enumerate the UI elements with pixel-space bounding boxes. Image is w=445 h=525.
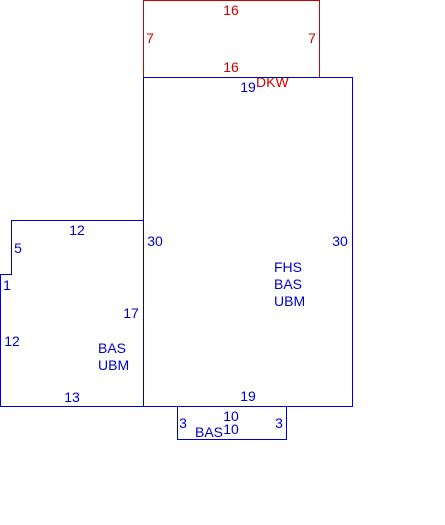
wing-lower-left-dimension: 12 [4,333,20,349]
wing-bottom-dimension: 13 [64,389,80,405]
tab-top-dimension: 10 [223,408,239,424]
tab-bottom-dimension: 10 [223,421,239,437]
left-wing-outline [0,220,144,407]
left-wing-section: 12 5 1 12 17 13 BAS UBM [0,220,144,407]
tab-right-dimension: 3 [275,415,283,431]
wing-area-code-2: UBM [98,357,129,373]
tab-area-code: BAS [195,424,223,440]
main-area-code-2: BAS [274,276,302,292]
bottom-tab-outline [177,406,287,440]
wing-notch-dimension: 5 [14,240,22,256]
main-block-section: 19 30 30 19 FHS BAS UBM [143,77,353,407]
deck-section: 16 7 7 16 DKW [143,0,320,90]
deck-bottom-dimension: 16 [223,59,239,75]
deck-area-code: DKW [256,74,289,90]
wing-area-code-1: BAS [98,340,126,356]
deck-top-dimension: 16 [223,2,239,18]
bottom-tab-section: 10 3 3 10 BAS [177,406,287,440]
wing-right-dimension: 17 [123,305,139,321]
main-area-code-3: UBM [274,293,305,309]
main-right-dimension: 30 [332,233,348,249]
main-left-dimension: 30 [147,233,163,249]
main-area-code-1: FHS [274,259,302,275]
tab-left-dimension: 3 [179,415,187,431]
main-top-dimension: 19 [240,79,256,95]
wing-top-dimension: 12 [69,222,85,238]
deck-left-dimension: 7 [146,30,154,46]
wing-step-dimension: 1 [3,277,11,293]
main-block-outline [143,77,353,407]
main-bottom-dimension: 19 [240,388,256,404]
deck-right-dimension: 7 [308,30,316,46]
